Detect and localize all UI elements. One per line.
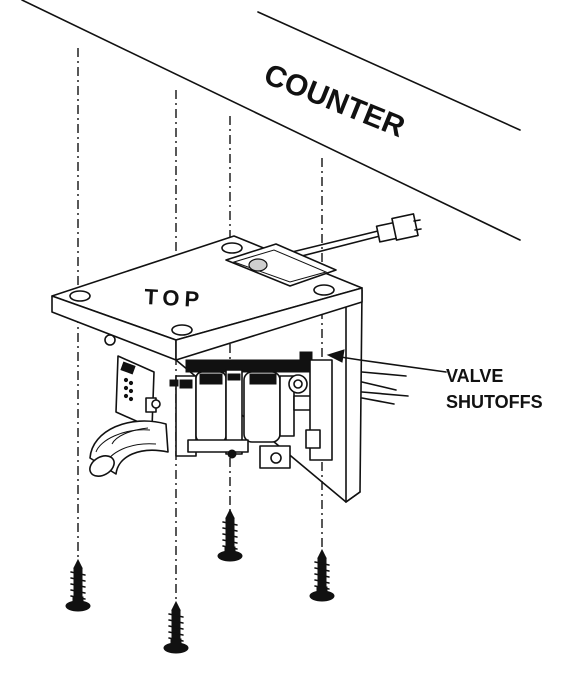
mount-slot <box>171 324 193 336</box>
counter-edge-back <box>257 11 521 131</box>
valve-label-line2: SHUTOFFS <box>446 392 543 412</box>
valve-icon <box>151 351 333 469</box>
housing-top-plate: TOP <box>51 235 363 361</box>
screw-icon <box>217 508 243 562</box>
screw-icon <box>163 600 189 654</box>
screw-icon <box>65 558 91 612</box>
valve-label-line1: VALVE <box>446 366 503 386</box>
counter-edge-front <box>21 0 521 241</box>
power-cord <box>291 213 422 259</box>
mount-slot <box>221 242 243 254</box>
drain-hose <box>89 420 169 477</box>
power-plug-icon <box>375 213 422 243</box>
control-board <box>115 355 157 429</box>
housing-right-side <box>345 289 363 503</box>
mount-slot <box>69 290 91 302</box>
wire-leads <box>361 371 409 405</box>
screw-icon <box>309 548 335 602</box>
top-label: TOP <box>144 284 205 312</box>
mount-slot <box>313 284 335 296</box>
valve-callout: VALVE SHUTOFFS <box>326 349 543 412</box>
